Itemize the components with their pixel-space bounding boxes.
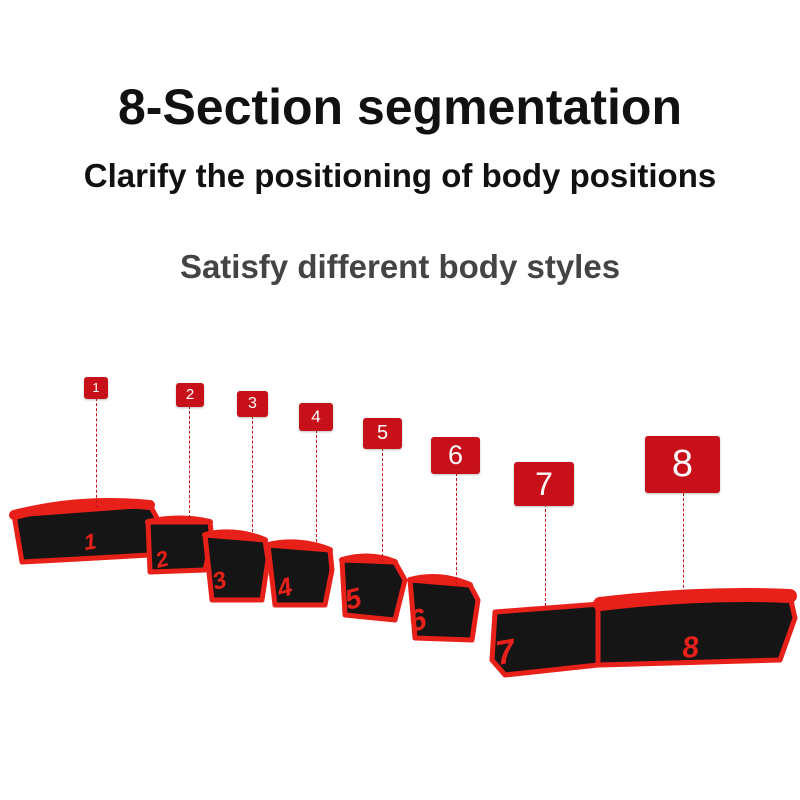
band-rim-7 — [407, 573, 473, 588]
leader-line-5 — [382, 448, 383, 562]
segment-label-5: 5 — [363, 418, 402, 449]
band-rim-5 — [265, 539, 333, 553]
subtitle: Clarify the positioning of body position… — [83, 157, 717, 194]
page-title: 8-Section segmentation — [118, 79, 682, 135]
band-rim-6 — [339, 553, 398, 565]
segment-label-2: 2 — [176, 383, 204, 407]
segment-label-3: 3 — [237, 391, 268, 417]
band-printed-number-1: 1 — [82, 528, 98, 554]
leader-line-2 — [189, 406, 190, 518]
band-printed-number-8: 8 — [681, 631, 701, 665]
band-rim-3 — [145, 515, 213, 525]
band-rim-1 — [9, 498, 155, 520]
leader-line-8 — [683, 493, 684, 593]
band-rim-2 — [593, 588, 797, 611]
leader-line-6 — [456, 473, 457, 585]
leader-line-1 — [96, 398, 97, 508]
segment-label-1: 1 — [84, 377, 108, 399]
leader-line-4 — [316, 430, 317, 542]
tagline: Satisfy different body styles — [179, 248, 621, 285]
band-segment-7 — [489, 601, 603, 678]
band-rim-4 — [202, 529, 268, 543]
leader-line-7 — [545, 504, 546, 606]
segment-label-6: 6 — [431, 437, 480, 474]
segment-label-4: 4 — [299, 403, 333, 431]
leader-line-3 — [252, 416, 253, 532]
segment-label-8: 8 — [645, 436, 720, 493]
segment-label-7: 7 — [514, 462, 574, 506]
